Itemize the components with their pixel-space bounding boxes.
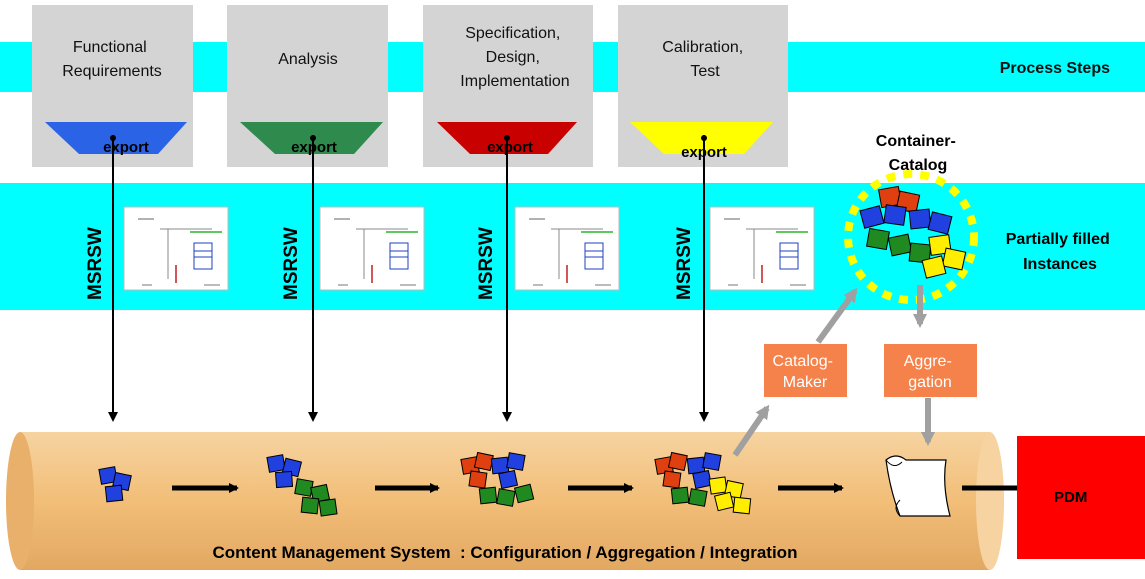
container-cluster-icon [654,451,752,515]
container-cluster-icon [266,454,338,517]
export-label: export [103,139,149,156]
aggregation-label: Aggre- gation [904,353,956,391]
container-cluster-icon [460,451,535,507]
msrsw-label: MSRSW [674,227,695,300]
gray-arrow [732,404,770,457]
catalog-maker-label: Catalog- Maker [773,353,838,391]
cms-label: Content Management System : Configuratio… [213,543,798,562]
step-analysis: Analysis export [227,5,388,167]
step-label: Analysis [278,51,338,68]
catalog-cluster-icon [859,185,967,279]
process-steps-label: Process Steps [1000,60,1110,77]
pdm-label: PDM [1054,489,1087,506]
container-cluster-icon [98,466,132,503]
container-catalog-label: Container- Catalog [876,133,960,174]
gray-arrow [815,287,858,344]
msrsw-label: MSRSW [85,227,106,300]
catalog-maker-box: Catalog- Maker [764,344,847,397]
step-label: Specification, Design, Implementation [460,25,569,90]
step-label: Calibration, Test [662,39,747,80]
document-thumbnail [709,206,815,291]
document-thumbnail [319,206,425,291]
msrsw-label: MSRSW [476,227,497,300]
scroll-document-icon [885,455,951,517]
step-label: Functional Requirements [62,39,162,80]
document-thumbnail [514,206,620,291]
export-label: export [291,139,337,156]
step-specification-design-implementation: Specification, Design, Implementation ex… [423,5,593,167]
document-thumbnail [123,206,229,291]
aggregation-box: Aggre- gation [884,344,977,397]
instances-label: Partially filled Instances [1006,231,1115,273]
export-label: export [487,139,533,156]
msrsw-label: MSRSW [281,227,302,300]
catalog-ring [844,170,978,304]
pdm-box [1017,436,1145,559]
